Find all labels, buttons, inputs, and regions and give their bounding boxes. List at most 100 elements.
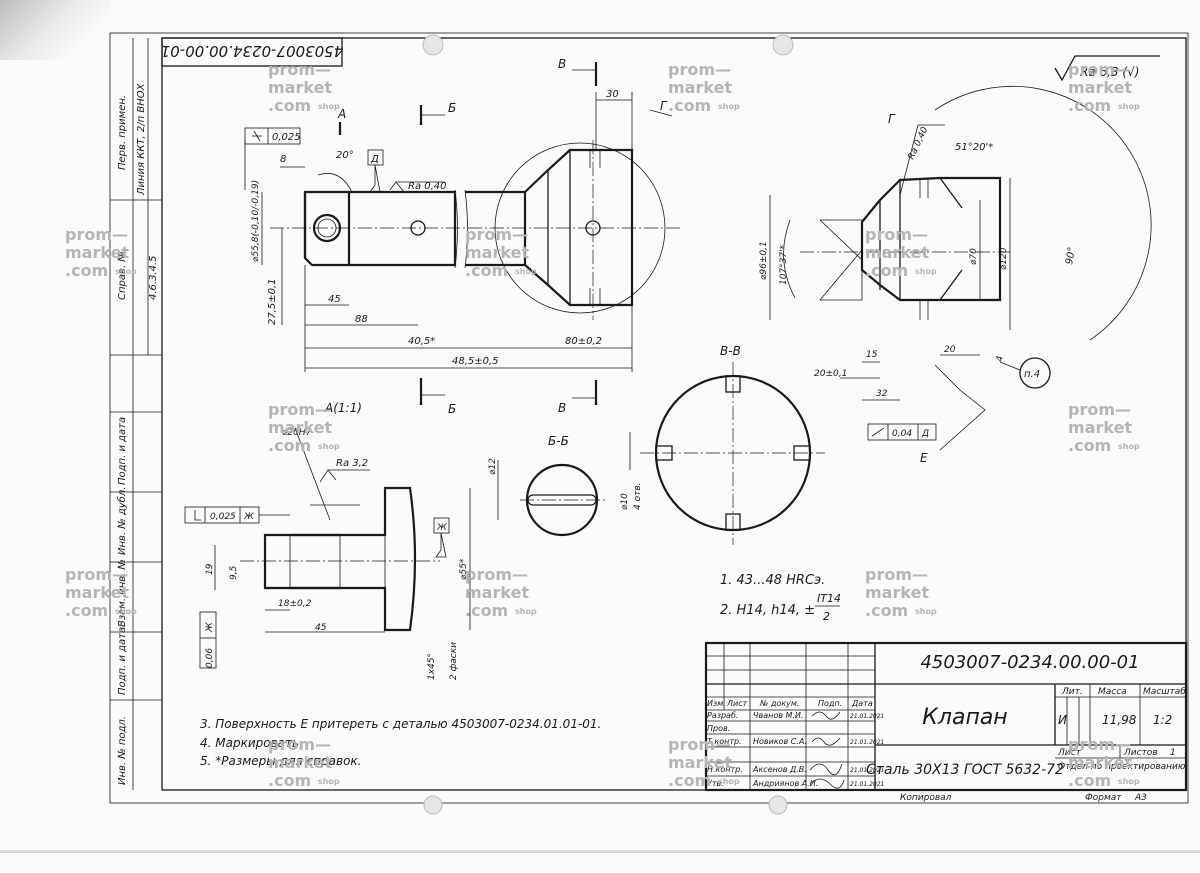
svg-text:prom—: prom— bbox=[465, 225, 528, 244]
side-liniya: Линия ККТ, 2/п ВНОХ bbox=[136, 82, 147, 196]
svg-text:107°37'*: 107°37'* bbox=[779, 244, 789, 285]
tb-part-name: Клапан bbox=[922, 705, 1007, 730]
svg-text:⌀55,8(-0,10/-0,19): ⌀55,8(-0,10/-0,19) bbox=[251, 180, 261, 262]
svg-text:.com: .com bbox=[65, 261, 108, 280]
svg-text:.com: .com bbox=[668, 96, 711, 115]
svg-text:prom—: prom— bbox=[268, 400, 331, 419]
svg-text:market: market bbox=[65, 583, 129, 602]
svg-text:shop: shop bbox=[115, 267, 137, 276]
svg-text:Ra 3,2: Ra 3,2 bbox=[336, 458, 368, 469]
signature-mark bbox=[811, 737, 841, 746]
svg-text:Масштаб: Масштаб bbox=[1143, 687, 1186, 697]
svg-text:№ докум.: № докум. bbox=[759, 699, 799, 708]
svg-text:21.01.2021: 21.01.2021 bbox=[850, 713, 884, 720]
svg-text:27,5±0,1: 27,5±0,1 bbox=[267, 278, 278, 325]
side-perv-primen: Перв. примен. bbox=[117, 95, 128, 170]
outer-frame bbox=[109, 32, 1189, 804]
svg-text:.com: .com bbox=[268, 96, 311, 115]
svg-text:shop: shop bbox=[718, 102, 740, 111]
main-dimensions: 0,025 8 20° Д Ra 0,40 ⌀55,8(-0,10/-0,19)… bbox=[244, 89, 633, 372]
detail-a: А(1:1) ⌀20Н7 Ra 3,2 0,025 Ж Ж 19 9,5 18±… bbox=[184, 401, 471, 680]
svg-text:prom—: prom— bbox=[865, 225, 928, 244]
svg-text:Копировал: Копировал bbox=[900, 793, 952, 803]
svg-text:Лист: Лист bbox=[726, 699, 748, 708]
svg-text:.com: .com bbox=[1068, 96, 1111, 115]
note-2-num: IT14 bbox=[817, 592, 841, 605]
note-5: 5. *Размеры для справок. bbox=[200, 754, 361, 768]
svg-text:Б-Б: Б-Б bbox=[548, 434, 569, 448]
section-markers: А Б Б В В Г bbox=[337, 57, 673, 416]
svg-text:Чванов М.И.: Чванов М.И. bbox=[753, 711, 803, 720]
svg-text:shop: shop bbox=[1118, 102, 1140, 111]
svg-text:2 фаски: 2 фаски bbox=[449, 642, 459, 680]
svg-text:Ж: Ж bbox=[243, 512, 254, 522]
svg-text:Листов: Листов bbox=[1123, 748, 1158, 758]
svg-text:Т.контр.: Т.контр. bbox=[707, 737, 742, 746]
svg-text:51°20'*: 51°20'* bbox=[955, 142, 993, 153]
svg-text:market: market bbox=[668, 753, 732, 772]
side-sprav: Справ. № bbox=[117, 251, 128, 300]
svg-text:.com: .com bbox=[465, 261, 508, 280]
svg-text:prom—: prom— bbox=[1068, 735, 1131, 754]
svg-text:И: И bbox=[1058, 713, 1067, 727]
svg-text:11,98: 11,98 bbox=[1102, 713, 1137, 727]
svg-text:market: market bbox=[668, 78, 732, 97]
roughness-general: Ra 6,3 (√) bbox=[1080, 65, 1139, 79]
svg-text:shop: shop bbox=[318, 102, 340, 111]
tb-material: Сталь 30Х13 ГОСТ 5632-72 bbox=[866, 762, 1064, 778]
svg-text:Г: Г bbox=[888, 112, 896, 126]
svg-text:Формат: Формат bbox=[1085, 793, 1122, 803]
svg-text:.com: .com bbox=[1068, 436, 1111, 455]
svg-text:market: market bbox=[268, 753, 332, 772]
svg-text:п.4: п.4 bbox=[1024, 369, 1040, 380]
svg-text:prom—: prom— bbox=[668, 735, 731, 754]
svg-text:shop: shop bbox=[1118, 442, 1140, 451]
svg-text:В: В bbox=[558, 57, 566, 71]
svg-text:Б: Б bbox=[448, 101, 456, 115]
svg-text:8: 8 bbox=[280, 154, 286, 165]
svg-text:.com: .com bbox=[865, 601, 908, 620]
svg-text:0,06: 0,06 bbox=[205, 648, 215, 668]
svg-text:21.01.2021: 21.01.2021 bbox=[850, 781, 884, 788]
svg-text:prom—: prom— bbox=[65, 565, 128, 584]
svg-text:market: market bbox=[865, 583, 929, 602]
svg-text:0,025: 0,025 bbox=[210, 512, 236, 522]
svg-text:Д: Д bbox=[921, 429, 929, 439]
svg-text:30: 30 bbox=[606, 89, 619, 100]
signature-mark bbox=[809, 778, 845, 789]
svg-text:market: market bbox=[268, 78, 332, 97]
svg-text:21.01.2021: 21.01.2021 bbox=[850, 739, 884, 746]
note-4: 4. Маркировать. bbox=[200, 736, 303, 750]
svg-text:15: 15 bbox=[866, 350, 878, 360]
svg-text:21.01.2021: 21.01.2021 bbox=[850, 767, 884, 774]
svg-text:.com: .com bbox=[268, 771, 311, 790]
svg-text:market: market bbox=[65, 243, 129, 262]
svg-text:Д: Д bbox=[370, 154, 379, 165]
svg-text:Пров.: Пров. bbox=[707, 724, 730, 733]
svg-text:Ж: Ж bbox=[436, 523, 447, 533]
punch-hole bbox=[772, 34, 794, 56]
svg-text:market: market bbox=[465, 583, 529, 602]
note-1: 1. 43...48 HRCэ. bbox=[720, 573, 825, 588]
note-3: 3. Поверхность Е притереть с деталью 450… bbox=[200, 717, 601, 731]
punch-hole bbox=[768, 795, 788, 815]
svg-text:market: market bbox=[1068, 418, 1132, 437]
svg-text:В: В bbox=[558, 401, 566, 415]
svg-text:⌀96±0,1: ⌀96±0,1 bbox=[759, 241, 769, 280]
svg-text:В-В: В-В bbox=[720, 344, 741, 358]
svg-text:.com: .com bbox=[668, 771, 711, 790]
svg-text:19: 19 bbox=[205, 563, 215, 575]
svg-text:Изм.: Изм. bbox=[707, 699, 726, 708]
svg-text:Дата: Дата bbox=[851, 699, 873, 708]
